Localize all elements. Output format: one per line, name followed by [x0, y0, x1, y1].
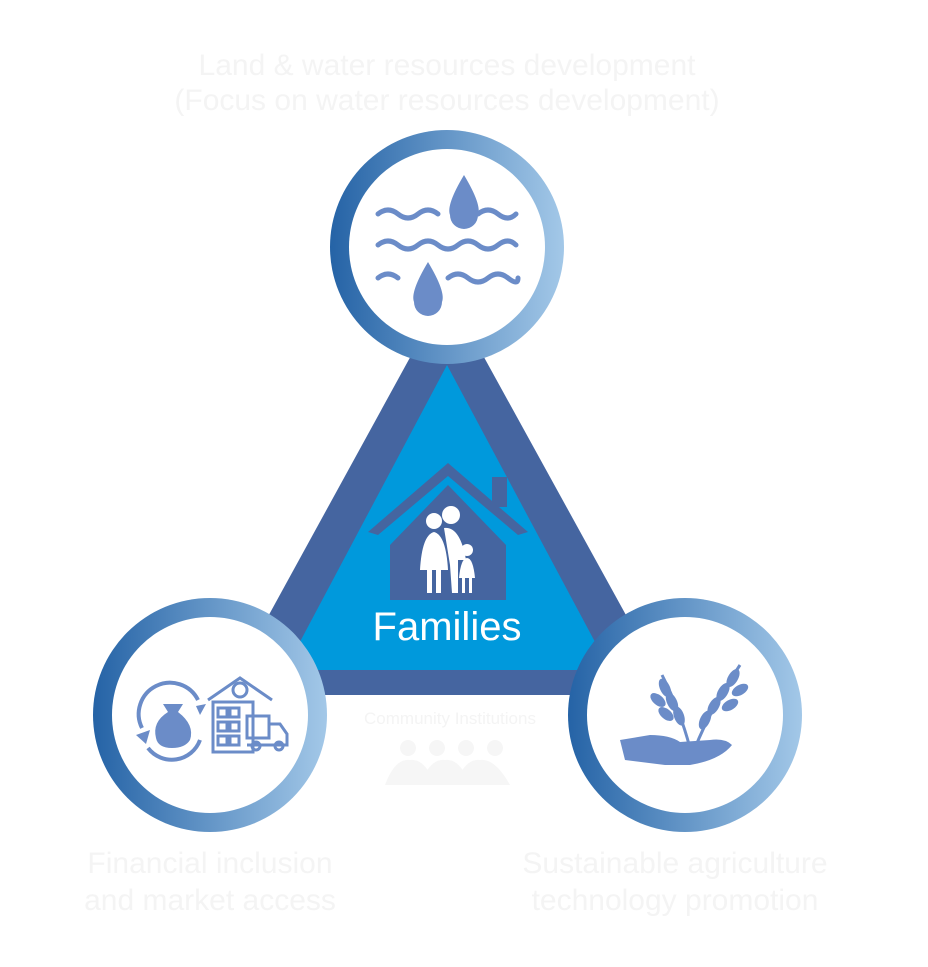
top-label-line1: Land & water resources development [199, 49, 697, 82]
water-waves-drops-icon [375, 207, 521, 285]
top-label-line2: (Focus on water resources development) [174, 84, 719, 117]
people-group-icon [385, 740, 510, 785]
money-bag-market-truck-icon [136, 676, 289, 762]
bottom-left-node [93, 598, 327, 832]
bottom-left-label-line2: and market access [84, 884, 336, 917]
hand-wheat-icon [620, 664, 749, 765]
bottom-left-label-line1: Financial inclusion [87, 847, 332, 880]
top-node [330, 130, 564, 364]
bottom-right-label-line1: Sustainable agriculture [522, 847, 827, 880]
center-label: Families [373, 605, 522, 649]
base-label: Community Institutions [364, 709, 536, 728]
bottom-right-label-line2: technology promotion [532, 884, 819, 917]
bottom-right-node [568, 598, 802, 832]
family-house-icon [368, 463, 528, 600]
